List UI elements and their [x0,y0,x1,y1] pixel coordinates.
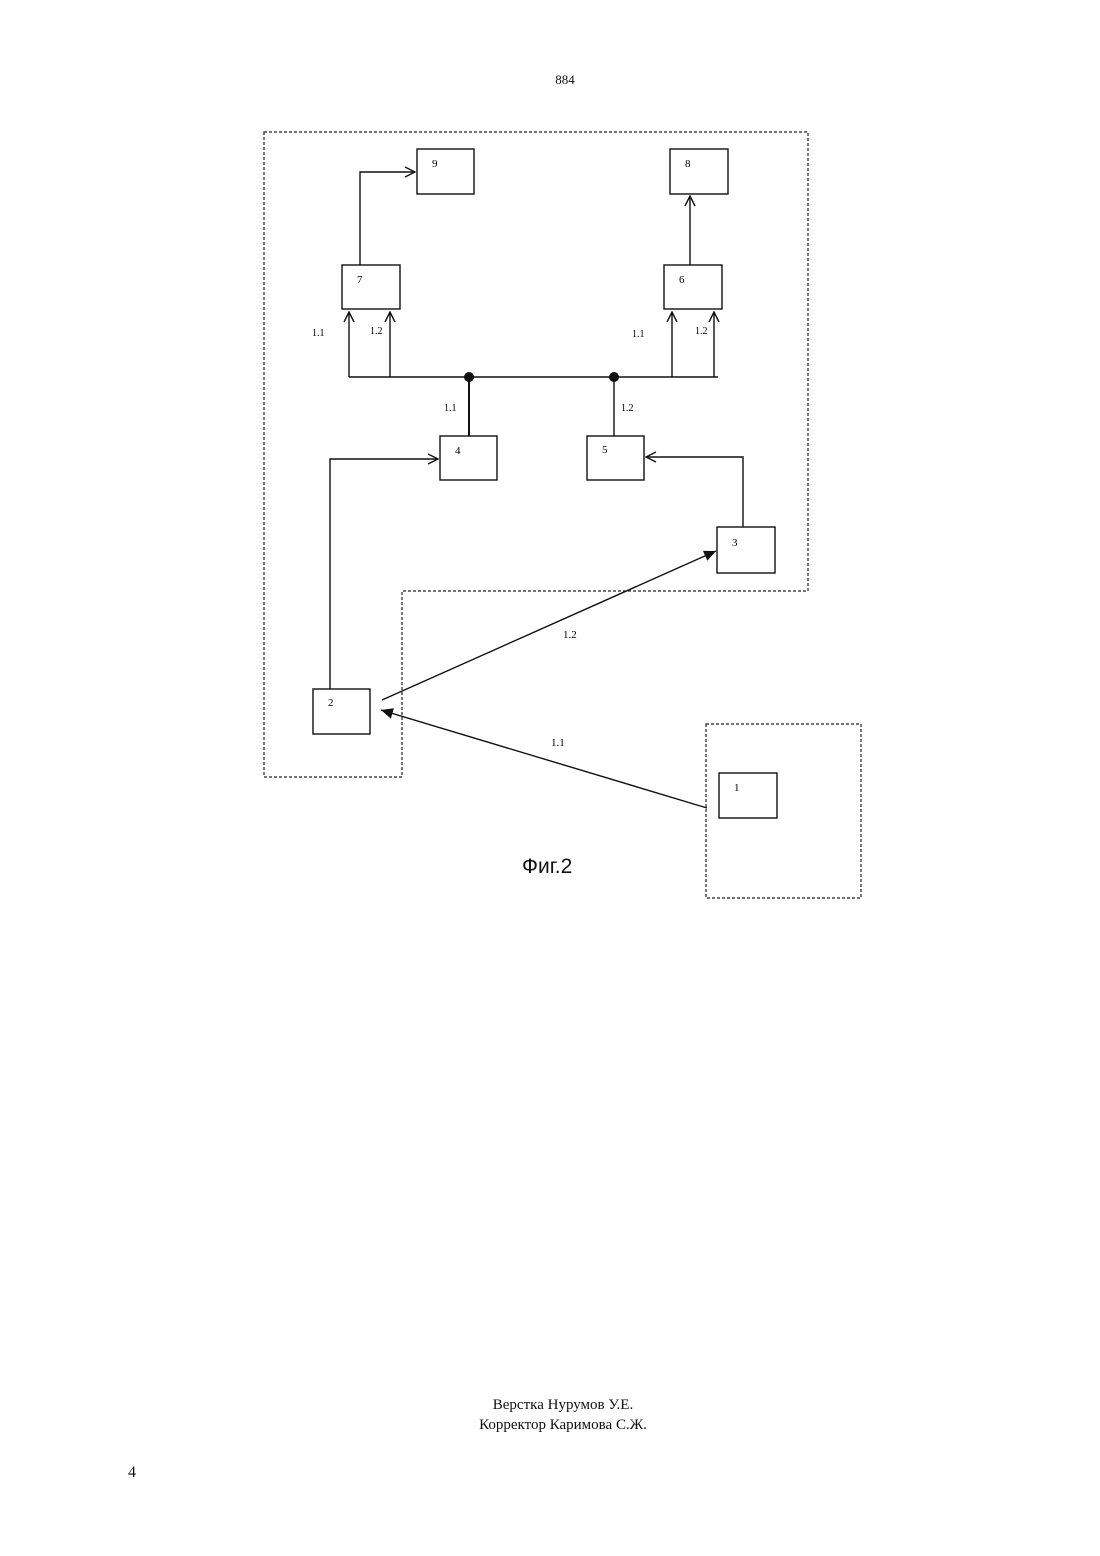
block-2-label: 2 [328,697,334,709]
block-4: 4 [440,436,497,480]
block-3-label: 3 [732,537,738,549]
proofreader-credit: Корректор Каримова С.Ж. [400,1415,726,1435]
block-4-label: 4 [455,445,461,457]
layout-credit: Верстка Нурумов У.Е. [400,1395,726,1415]
arrow-3-to-5 [646,457,743,527]
figure-caption: Фиг.2 [522,855,612,879]
block-5-label: 5 [602,444,608,456]
arrow-1-to-2 [381,710,707,808]
signal-label-block-6-left: 1.1 [632,329,645,340]
block-1-label: 1 [734,782,740,794]
page-number: 4 [128,1464,136,1482]
bus-junction-1-2 [609,372,619,382]
signal-label-to-block-2: 1.1 [551,737,565,749]
block-5: 5 [587,436,644,480]
signal-label-block-6-right: 1.2 [695,326,708,337]
block-3: 3 [717,527,775,573]
signal-label-from-block-4: 1.1 [444,403,457,414]
block-1: 1 [719,773,777,818]
block-7-label: 7 [357,274,363,286]
bus-junction-1-1 [464,372,474,382]
signal-label-to-block-3: 1.2 [563,629,577,641]
system-boundary [264,132,808,777]
signal-label-block-7-left: 1.1 [312,328,325,339]
credits: Верстка Нурумов У.Е. Корректор Каримова … [400,1395,726,1435]
block-8-label: 8 [685,158,691,170]
block-9: 9 [417,149,474,194]
block-2: 2 [313,689,370,734]
arrow-7-to-9 [360,172,415,265]
signal-label-from-block-5: 1.2 [621,403,634,414]
block-8: 8 [670,149,728,194]
block-6: 6 [664,265,722,309]
signal-label-block-7-right: 1.2 [370,326,383,337]
block-6-label: 6 [679,274,685,286]
arrow-2-to-4 [330,459,438,689]
block-7: 7 [342,265,400,309]
block-9-label: 9 [432,158,438,170]
arrow-2-to-3 [382,551,716,700]
